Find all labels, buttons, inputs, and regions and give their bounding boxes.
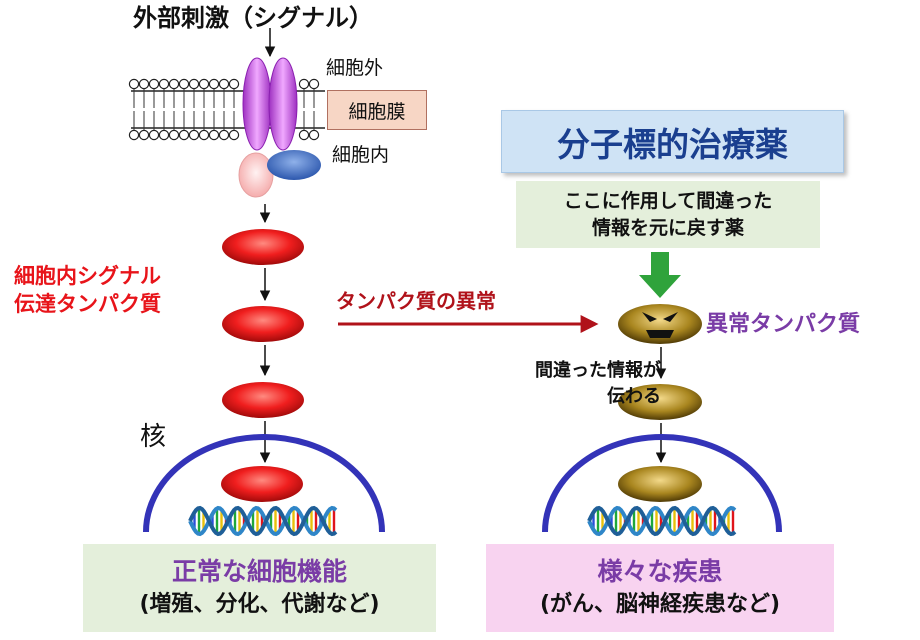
normal-cascade [221, 204, 304, 502]
label-extracellular: 細胞外 [326, 57, 384, 79]
signal-protein-4 [221, 466, 303, 502]
disease-box: 様々な疾患 (がん、脳神経疾患など) [486, 544, 834, 632]
abnormal-protein-3 [618, 466, 702, 502]
label-protein-abnormality: タンパク質の異常 [336, 289, 496, 313]
signal-protein-3 [222, 382, 304, 418]
abnormal-cascade [618, 347, 702, 502]
angry-face-icon [642, 312, 678, 338]
signal-protein-2 [222, 306, 304, 342]
normal-function-title: 正常な細胞機能 [171, 557, 347, 586]
drug-arrow [639, 252, 681, 298]
nucleus-arc-right [542, 434, 782, 533]
drug-description-box: ここに作用して間違った 情報を元に戻す薬 [516, 181, 820, 248]
label-signal-protein-line-2: 伝達タンパク質 [14, 292, 161, 316]
cell-membrane [128, 78, 325, 141]
signal-title: 外部刺激（シグナル） [133, 4, 373, 32]
label-wrong-info-line-2: 伝わる [607, 386, 661, 407]
dna-right [587, 505, 737, 537]
abnormal-protein [618, 304, 702, 344]
normal-function-box: 正常な細胞機能 (増殖、分化、代謝など) [83, 544, 436, 632]
dna-left [188, 505, 338, 537]
label-nucleus: 核 [140, 422, 167, 452]
drug-title-box: 分子標的治療薬 [501, 110, 844, 173]
label-signal-transduction-protein: 細胞内シグナル 伝達タンパク質 [14, 262, 224, 318]
drug-desc-line-2: 情報を元に戻す薬 [591, 216, 744, 239]
label-intracellular: 細胞内 [332, 144, 390, 166]
label-signal-protein-line-1: 細胞内シグナル [14, 264, 161, 288]
label-wrong-info-line-1: 間違った情報が [535, 360, 661, 381]
label-abnormal-protein: 異常タンパク質 [706, 312, 861, 337]
label-cell-membrane: 細胞膜 [327, 90, 427, 130]
nucleus-arc-left [143, 434, 385, 533]
disease-title: 様々な疾患 [597, 557, 723, 586]
normal-function-subtitle: (増殖、分化、代謝など) [139, 592, 380, 617]
disease-subtitle: (がん、脳神経疾患など) [539, 592, 781, 617]
label-wrong-information: 間違った情報が 伝わる [491, 358, 661, 410]
signal-protein-1 [222, 229, 304, 265]
drug-desc-line-1: ここに作用して間違った [563, 189, 773, 212]
abnormal-protein-2 [618, 384, 702, 420]
receptor [238, 57, 321, 198]
